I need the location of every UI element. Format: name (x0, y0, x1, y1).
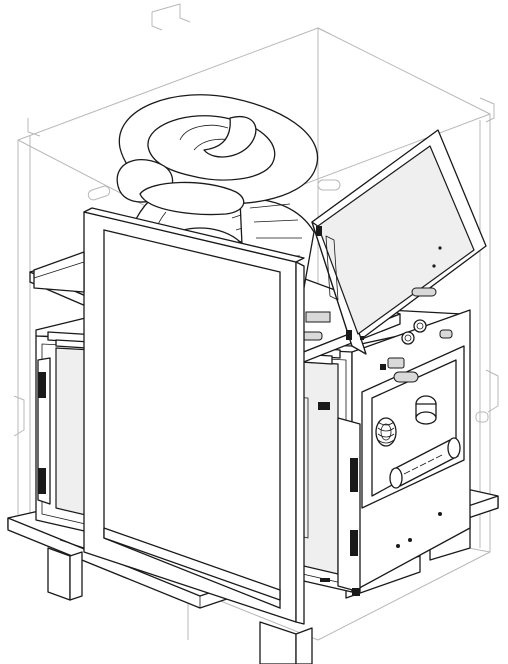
side-handle-slot (393, 371, 419, 383)
pipe-cylinder (389, 437, 461, 489)
right-hinge (350, 458, 358, 492)
glass-door-frame (83, 207, 305, 625)
hood-panel (311, 129, 487, 355)
coil-base-collar (305, 311, 331, 323)
left-hinge (38, 372, 46, 398)
left-shelf-edge (33, 251, 85, 293)
top-nozzle (413, 319, 427, 333)
side-hose-coil (375, 417, 397, 447)
side-compartment (361, 319, 465, 548)
crate-handle-slots (87, 179, 489, 423)
upper-cylinder (415, 395, 437, 425)
